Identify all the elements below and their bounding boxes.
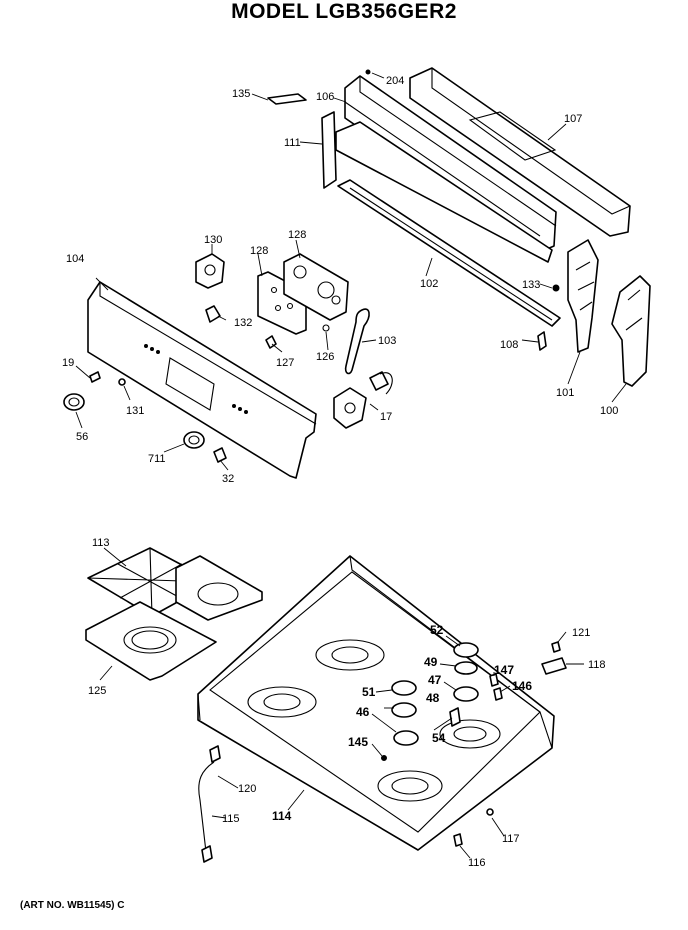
burner-right-rear xyxy=(439,719,501,749)
label-47: 47 xyxy=(428,673,442,687)
label-114: 114 xyxy=(272,809,292,823)
label-32: 32 xyxy=(222,473,234,485)
label-120: 120 xyxy=(238,783,256,795)
part-118-hinge xyxy=(541,657,567,675)
part-51-cap xyxy=(391,680,417,696)
label-145: 145 xyxy=(348,735,368,749)
part-108-clip xyxy=(537,331,547,351)
label-116: 116 xyxy=(468,857,486,869)
label-113: 113 xyxy=(92,537,110,549)
label-146: 146 xyxy=(512,679,532,693)
part-120-bracket xyxy=(209,745,221,763)
label-107: 107 xyxy=(564,113,582,125)
part-19-screw xyxy=(89,371,101,383)
label-100: 100 xyxy=(600,405,618,417)
part-104-control-panel xyxy=(87,281,317,479)
label-17: 17 xyxy=(380,411,392,423)
label-115: 115 xyxy=(222,813,240,825)
part-135-cap xyxy=(267,93,307,105)
burner-left-front xyxy=(247,686,317,718)
label-126: 126 xyxy=(316,351,334,363)
part-126-spring xyxy=(322,324,330,332)
label-127: 127 xyxy=(276,357,294,369)
label-125: 125 xyxy=(88,685,106,697)
label-108: 108 xyxy=(500,339,518,351)
part-130-switch xyxy=(195,253,225,289)
part-32-screw xyxy=(213,447,227,463)
label-51: 51 xyxy=(362,685,376,699)
model-title: MODEL LGB356GER2 xyxy=(231,0,457,23)
label-46: 46 xyxy=(356,705,370,719)
part-17-igniter xyxy=(333,387,367,429)
part-52-cap xyxy=(453,642,479,658)
label-128a: 128 xyxy=(250,245,268,257)
part-121-screw xyxy=(551,641,561,653)
part-56-knob xyxy=(63,393,85,411)
label-52: 52 xyxy=(430,623,444,637)
part-46-burner-head xyxy=(393,730,419,746)
label-106: 106 xyxy=(316,91,334,103)
label-128b: 128 xyxy=(288,229,306,241)
part-116-screw xyxy=(453,833,463,847)
label-204: 204 xyxy=(386,75,404,87)
label-103: 103 xyxy=(378,335,396,347)
part-54-ignitor xyxy=(449,707,461,727)
burner-left-rear xyxy=(315,639,385,671)
label-48: 48 xyxy=(426,691,440,705)
part-48-burner xyxy=(391,702,417,718)
part-125-drip-pan xyxy=(85,601,217,681)
part-111-end-cap xyxy=(321,111,337,189)
part-49-burner xyxy=(454,661,478,675)
part-133-screw xyxy=(552,284,560,292)
backsplash-inner-panel xyxy=(335,121,553,263)
part-100-side-bracket xyxy=(611,275,651,387)
part-47-burner-head xyxy=(453,686,479,702)
art-number: (ART NO. WB11545) C xyxy=(20,900,125,911)
label-56: 56 xyxy=(76,431,88,443)
label-111: 111 xyxy=(284,137,301,149)
label-121: 121 xyxy=(572,627,590,639)
part-131-screw xyxy=(118,378,126,386)
part-132-clip xyxy=(205,305,221,323)
part-117-screw xyxy=(486,808,494,816)
label-131: 131 xyxy=(126,405,144,417)
label-132: 132 xyxy=(234,317,252,329)
part-101-bracket xyxy=(567,239,599,353)
label-117: 117 xyxy=(502,833,520,845)
label-711: 711 xyxy=(148,453,166,465)
label-133: 133 xyxy=(522,279,540,291)
part-128-valve-assembly xyxy=(283,253,349,321)
label-101: 101 xyxy=(556,387,574,399)
label-19: 19 xyxy=(62,357,74,369)
part-711-knob xyxy=(183,431,205,449)
part-103-hose xyxy=(344,308,370,375)
label-147: 147 xyxy=(494,663,514,677)
label-49: 49 xyxy=(424,655,438,669)
label-118: 118 xyxy=(588,659,606,671)
part-146-clip xyxy=(493,687,503,701)
leader-lines xyxy=(75,97,627,859)
burner-right-front xyxy=(377,770,443,802)
grate-burner-bowl xyxy=(175,555,263,621)
part-115-rod xyxy=(198,761,215,853)
label-54: 54 xyxy=(432,731,446,745)
label-135: 135 xyxy=(232,88,250,100)
part-labels: 135 204 106 107 111 102 133 108 101 100 … xyxy=(62,75,618,869)
label-104: 104 xyxy=(66,253,84,265)
part-145-screw xyxy=(381,755,387,761)
label-102: 102 xyxy=(420,278,438,290)
label-130: 130 xyxy=(204,234,222,246)
